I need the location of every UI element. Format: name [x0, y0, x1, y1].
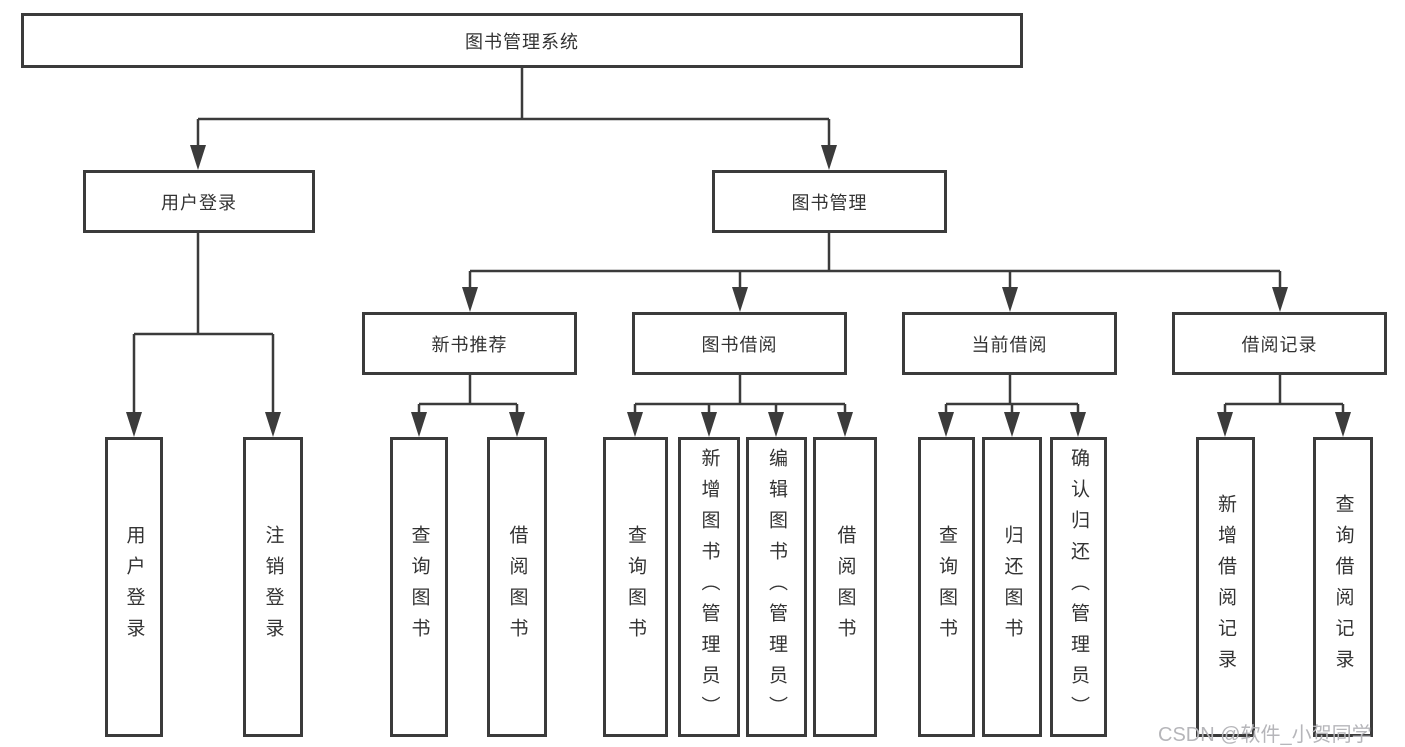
node-label: 当前借阅: [971, 334, 1048, 355]
node-label: 归还图书: [1001, 525, 1023, 649]
node-label: 查询图书: [625, 525, 646, 649]
node-new-book-recommendation: 新书推荐: [362, 312, 577, 375]
arrowheads: [126, 145, 1351, 437]
node-label: 用户登录: [161, 192, 237, 213]
node-label: 借阅图书: [834, 525, 856, 649]
leaf-query-books-recommend: 查询图书: [390, 437, 448, 737]
node-book-borrowing: 图书借阅: [632, 312, 847, 375]
leaf-borrow-books-borrowing: 借阅图书: [813, 437, 877, 737]
node-label: 用户登录: [123, 525, 145, 649]
node-label: 查询图书: [936, 525, 957, 649]
node-label: 查询图书: [408, 525, 430, 649]
leaf-query-borrow-record: 查询借阅记录: [1313, 437, 1373, 737]
node-user-login: 用户登录: [83, 170, 315, 233]
node-label: 图书借阅: [701, 334, 778, 355]
node-label: 新增借阅记录: [1215, 494, 1236, 680]
node-label: 编辑图书（管理员）: [766, 447, 787, 727]
leaf-edit-books-admin: 编辑图书（管理员）: [746, 437, 807, 737]
leaf-query-books-borrowing: 查询图书: [603, 437, 668, 737]
csdn-watermark: CSDN @软件_小贺同学: [1158, 724, 1372, 746]
node-label: 注销登录: [262, 525, 284, 649]
node-borrowing-records: 借阅记录: [1172, 312, 1387, 375]
leaf-add-borrow-record: 新增借阅记录: [1196, 437, 1255, 737]
leaf-query-books-current: 查询图书: [918, 437, 975, 737]
leaf-confirm-return-admin: 确认归还（管理员）: [1050, 437, 1107, 737]
leaf-borrow-books-recommend: 借阅图书: [487, 437, 547, 737]
leaf-return-books: 归还图书: [982, 437, 1042, 737]
node-label: 新增图书（管理员）: [698, 447, 720, 727]
node-book-management: 图书管理: [712, 170, 947, 233]
leaf-user-login: 用户登录: [105, 437, 163, 737]
node-label: 确认归还（管理员）: [1068, 447, 1089, 727]
node-label: 图书管理系统: [465, 31, 579, 52]
node-label: 新书推荐: [431, 334, 508, 355]
node-label: 图书管理: [791, 192, 868, 213]
leaf-logout: 注销登录: [243, 437, 303, 737]
node-label: 借阅图书: [506, 525, 528, 649]
leaf-add-books-admin: 新增图书（管理员）: [678, 437, 740, 737]
node-label: 借阅记录: [1241, 334, 1318, 355]
node-current-borrowing: 当前借阅: [902, 312, 1117, 375]
node-root-library-management-system: 图书管理系统: [21, 13, 1023, 68]
node-label: 查询借阅记录: [1332, 494, 1354, 680]
